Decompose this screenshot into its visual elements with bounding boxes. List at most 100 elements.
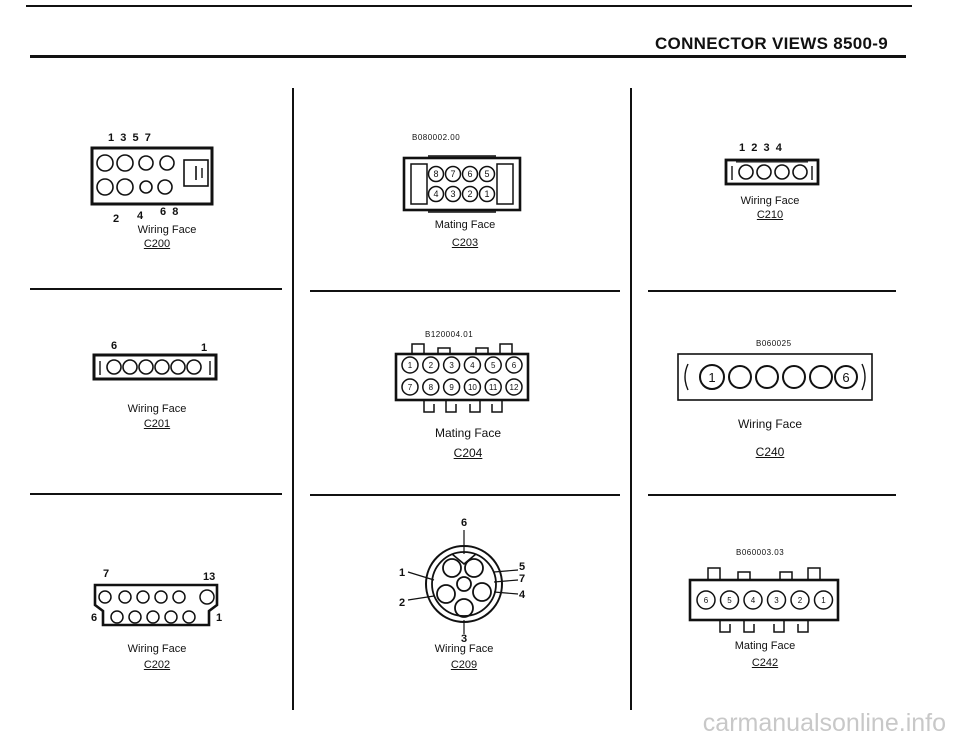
c204-face-label: Mating Face [434, 426, 502, 440]
column-divider-right [630, 88, 632, 710]
c204-pin-7 [401, 378, 419, 396]
c204-pin-8 [422, 378, 440, 396]
top-edge-rule [26, 5, 912, 7]
c204-pin-label-5: 5 [491, 361, 496, 370]
c242-pin-5 [719, 590, 740, 610]
c203-pin-8 [427, 165, 445, 183]
c203-pin-label-3: 3 [450, 189, 455, 199]
site-watermark: carmanualsonline.info [702, 709, 946, 737]
row-divider-left-1 [30, 288, 282, 290]
c204-pin-5 [484, 356, 502, 374]
c240-part-code: B060025 [756, 339, 792, 348]
c240-connector-id: C240 [755, 445, 785, 459]
c203-pin-label-4: 4 [433, 189, 438, 199]
row-divider-mid-1 [310, 290, 620, 292]
c209-pin-label-5: 5 [519, 561, 525, 573]
c204-pin-12 [505, 378, 523, 396]
c204-pin-label-7: 7 [408, 383, 413, 392]
c203-pin-label-2: 2 [467, 189, 472, 199]
c201-connector-id: C201 [143, 418, 171, 430]
c202-pin-6: 6 [91, 612, 98, 624]
c210-connector-drawing [724, 158, 820, 186]
c204-pin-4 [463, 356, 482, 374]
c209-pin-label-6: 6 [461, 517, 467, 529]
c203-part-code: B080002.00 [412, 133, 461, 142]
c200-pin-2: 2 [113, 213, 120, 225]
c242-pin-1 [813, 590, 834, 610]
c200-pin-numbers-6-8: 6 8 [160, 206, 179, 218]
c204-pin-label-6: 6 [512, 361, 517, 370]
row-divider-left-2 [30, 493, 282, 495]
c209-pin-label-4: 4 [519, 589, 526, 601]
c203-pin-3 [444, 185, 462, 203]
c204-part-code: B120004.01 [425, 330, 474, 339]
c203-pin-2 [461, 185, 479, 203]
c203-pin-label-7: 7 [450, 169, 455, 179]
c202-connector-drawing [93, 583, 219, 627]
c202-face-label: Wiring Face [127, 643, 187, 655]
page-title: CONNECTOR VIEWS 8500-9 [654, 34, 888, 53]
c204-pin-label-12: 12 [510, 383, 519, 392]
c240-pin-label-6: 6 [842, 370, 849, 385]
c203-pin-1 [478, 185, 496, 203]
c203-face-label: Mating Face [434, 219, 496, 231]
c200-pin-numbers-top: 1 3 5 7 [108, 132, 151, 144]
c210-connector-id: C210 [756, 209, 784, 221]
header-rule [30, 55, 906, 58]
c204-pin-11 [484, 378, 502, 396]
c242-pin-label-4: 4 [751, 596, 756, 605]
row-divider-mid-2 [310, 494, 620, 496]
c242-connector-id: C242 [751, 657, 779, 669]
c210-pin-numbers-top: 1 2 3 4 [739, 142, 782, 154]
c204-pin-label-3: 3 [449, 361, 454, 370]
c240-connector-drawing: 1 6 [677, 353, 873, 401]
c202-pin-13: 13 [203, 571, 216, 583]
c242-pin-label-1: 1 [821, 596, 826, 605]
c209-pin-label-1: 1 [399, 567, 405, 579]
c210-face-label: Wiring Face [740, 195, 800, 207]
c204-pin-label-2: 2 [429, 361, 434, 370]
c203-connector-id: C203 [451, 237, 479, 249]
c242-pin-label-3: 3 [774, 596, 779, 605]
c209-pin-label-3: 3 [461, 633, 467, 645]
c201-connector-drawing [92, 353, 218, 381]
c203-pin-label-6: 6 [467, 169, 472, 179]
c242-face-label: Mating Face [734, 640, 796, 652]
c204-pin-label-8: 8 [429, 383, 434, 392]
c201-face-label: Wiring Face [127, 403, 187, 415]
c240-pin-label-1: 1 [708, 370, 715, 385]
c242-pin-4 [743, 590, 763, 610]
c204-pin-6 [505, 356, 523, 374]
c203-pin-5 [478, 165, 496, 183]
c200-connector-id: C200 [143, 238, 171, 250]
c204-pin-1 [401, 356, 419, 374]
c203-pin-7 [444, 165, 462, 183]
c209-pin-label-2: 2 [399, 597, 405, 609]
c202-connector-id: C202 [143, 659, 171, 671]
c203-pin-label-8: 8 [433, 169, 438, 179]
c202-pin-1: 1 [216, 612, 223, 624]
c242-pin-label-6: 6 [704, 596, 709, 605]
row-divider-right-1 [648, 290, 896, 292]
c200-pin-4: 4 [137, 210, 144, 222]
c204-pin-2 [422, 356, 440, 374]
c240-face-label: Wiring Face [737, 417, 802, 431]
column-divider-left [292, 88, 294, 710]
c242-part-code: B060003.03 [736, 548, 785, 557]
c204-pin-3 [442, 356, 461, 374]
c202-pin-7: 7 [103, 568, 110, 580]
c203-pin-4 [427, 185, 445, 203]
c209-connector-drawing: 6 1 57 2 4 3 [399, 517, 526, 645]
c204-pin-label-4: 4 [470, 361, 475, 370]
c242-pin-2 [790, 590, 810, 610]
c200-face-label: Wiring Face [137, 224, 197, 236]
c204-pin-label-1: 1 [408, 361, 413, 370]
c204-connector-id: C204 [453, 446, 483, 460]
c209-pin-label-7: 7 [519, 573, 525, 585]
c201-pin-1: 1 [201, 342, 208, 354]
c204-pin-label-10: 10 [468, 383, 477, 392]
c203-pin-label-1: 1 [484, 189, 489, 199]
c242-pin-3 [766, 590, 787, 610]
